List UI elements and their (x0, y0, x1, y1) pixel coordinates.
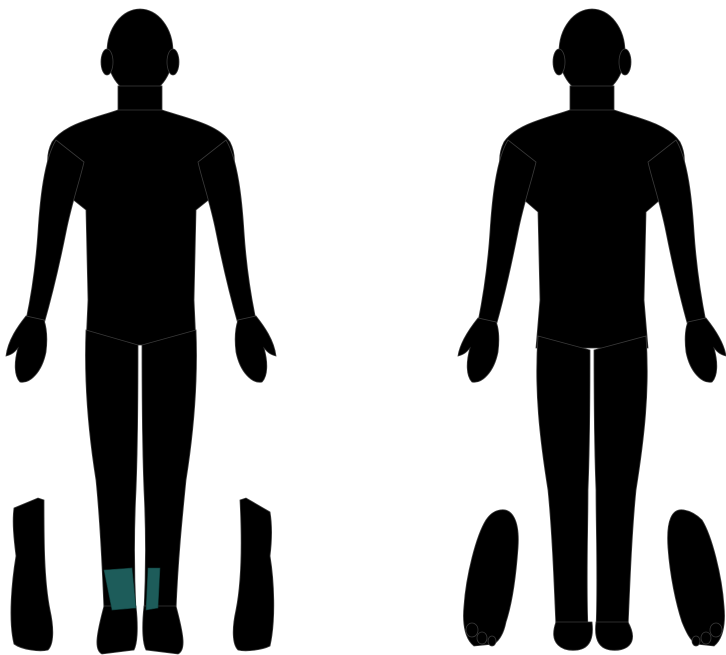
front-view-figure (6, 9, 276, 654)
back-left-sole-toe-3[interactable] (488, 636, 496, 646)
front-left-ear[interactable] (101, 49, 113, 75)
back-head[interactable] (559, 9, 625, 95)
front-left-arm[interactable] (26, 140, 84, 324)
front-torso[interactable] (48, 110, 235, 345)
back-left-heel[interactable] (554, 622, 593, 650)
front-right-side-foot[interactable] (233, 498, 274, 651)
front-left-foot[interactable] (97, 606, 137, 654)
front-head[interactable] (107, 9, 173, 95)
back-torso[interactable] (500, 110, 685, 348)
front-right-hand[interactable] (235, 316, 276, 382)
back-right-sole-toe-1[interactable] (710, 623, 722, 637)
front-highlight-group (104, 568, 160, 610)
back-left-arm[interactable] (478, 140, 536, 326)
back-right-ear[interactable] (619, 49, 631, 75)
back-soles (463, 510, 724, 646)
back-left-hand[interactable] (458, 318, 499, 382)
back-right-arm[interactable] (648, 140, 706, 326)
front-right-shin-highlight[interactable] (146, 568, 160, 610)
back-left-sole-toe-1[interactable] (466, 623, 478, 637)
back-left-ear[interactable] (553, 49, 565, 75)
front-right-ear[interactable] (167, 49, 179, 75)
front-right-foot[interactable] (143, 606, 183, 654)
back-right-sole-toe-3[interactable] (692, 636, 700, 646)
front-left-side-foot[interactable] (11, 498, 53, 651)
front-right-arm[interactable] (198, 140, 256, 324)
back-right-heel[interactable] (596, 622, 633, 650)
back-left-leg[interactable] (537, 336, 590, 630)
front-left-hand[interactable] (6, 316, 47, 382)
back-left-sole-toe-2[interactable] (477, 632, 487, 644)
back-right-sole-toe-2[interactable] (701, 632, 711, 644)
back-right-leg[interactable] (594, 336, 647, 630)
back-right-hand[interactable] (685, 318, 726, 382)
